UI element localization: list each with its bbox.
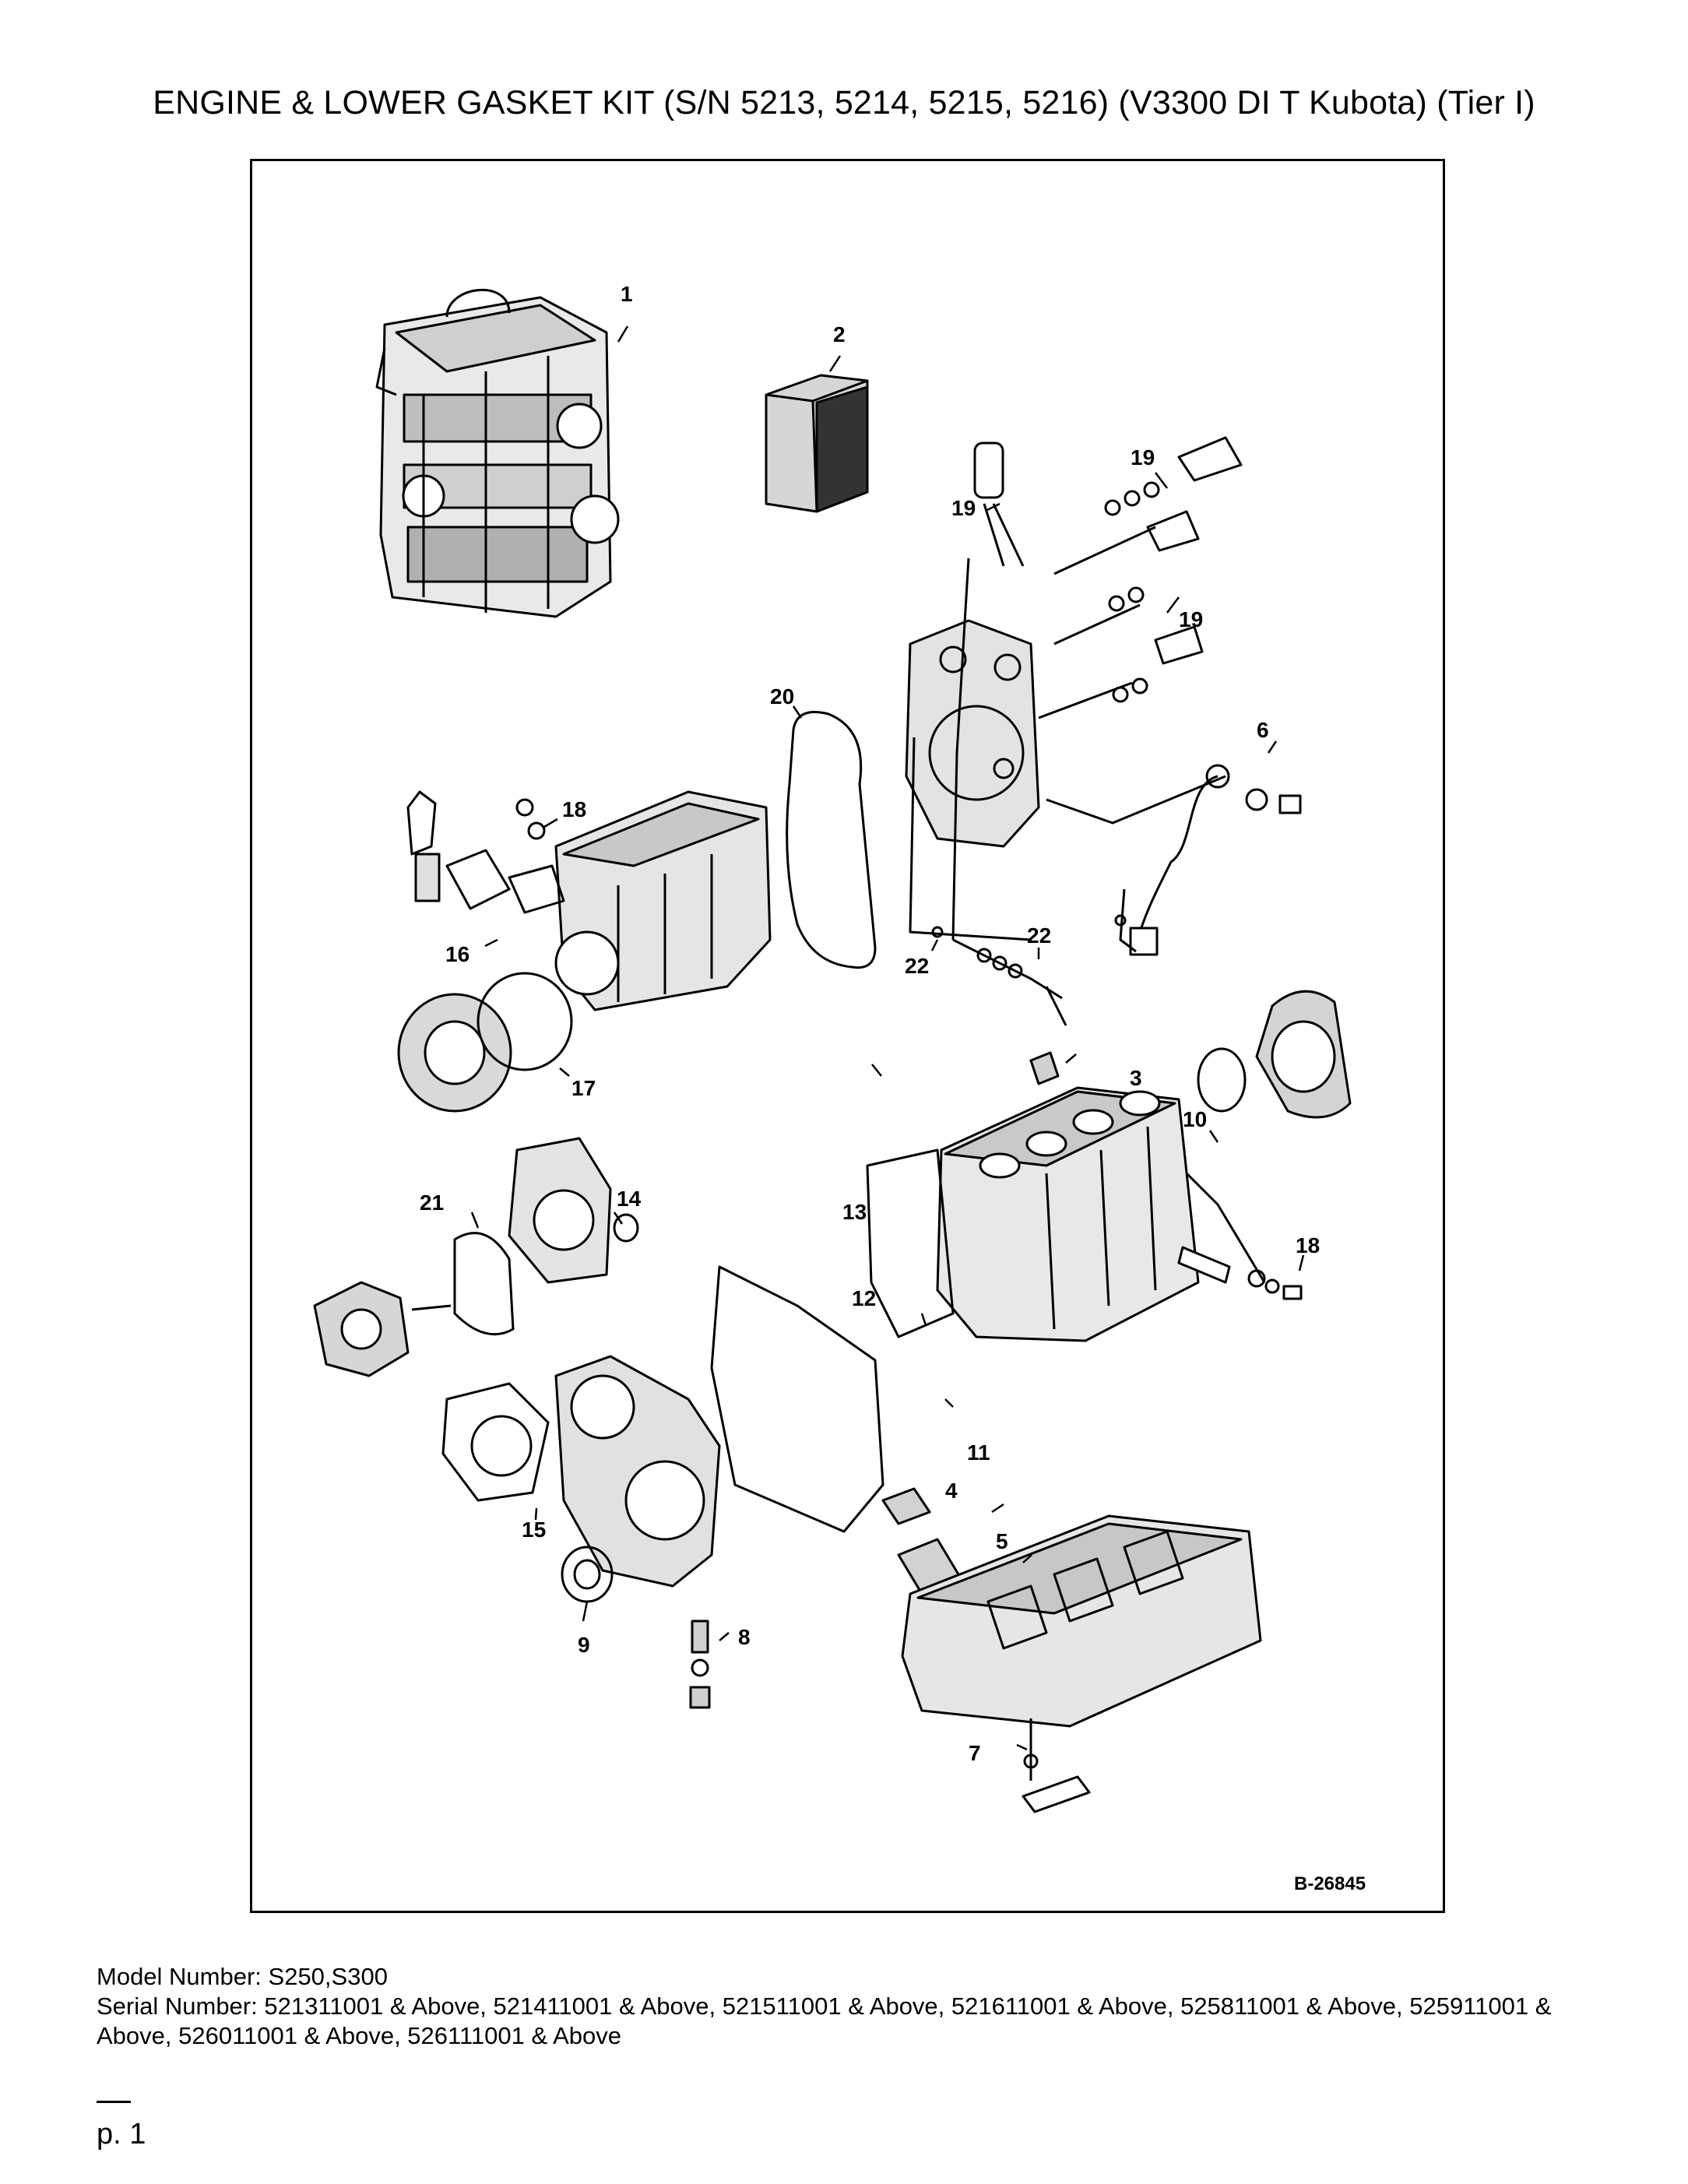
footer-divider (97, 2101, 131, 2103)
exploded-parts-diagram: 1 2 3 4 5 6 7 8 9 10 11 12 13 14 15 16 1… (313, 282, 1366, 1894)
injection-pump-drawing (905, 436, 1243, 941)
callout-20: 20 (770, 684, 794, 709)
callout-3: 3 (1130, 1066, 1142, 1090)
callout-13: 13 (842, 1200, 867, 1224)
callout-7: 7 (969, 1741, 981, 1765)
pump-gasket-drawing (786, 711, 877, 969)
callout-8: 8 (738, 1625, 751, 1649)
callout-21: 21 (420, 1190, 444, 1215)
fuel-cut-solenoid-parts-drawing (931, 888, 1137, 1026)
callout-16: 16 (445, 942, 469, 966)
cylinder-block-drawing (866, 1086, 1200, 1342)
callout-1: 1 (621, 282, 633, 306)
callout-18-lower: 18 (1296, 1233, 1320, 1257)
rear-seal-housing-drawing (1197, 990, 1352, 1119)
leader-lines (470, 325, 1305, 1751)
callout-19-right: 19 (1179, 607, 1203, 631)
callout-22-right: 22 (1027, 923, 1051, 948)
gasket-kit-box-drawing (765, 374, 869, 513)
flange-and-seal-drawing (397, 972, 573, 1113)
callout-9: 9 (578, 1633, 590, 1657)
diagram-frame: 1 2 3 4 5 6 7 8 9 10 11 12 13 14 15 16 1… (250, 159, 1445, 1913)
oil-pan-drawing (901, 1514, 1262, 1728)
page-title: ENGINE & LOWER GASKET KIT (S/N 5213, 521… (153, 84, 1535, 121)
callout-4: 4 (945, 1479, 958, 1503)
callout-14: 14 (617, 1187, 642, 1211)
engine-assembly-drawing (375, 288, 620, 618)
gear-case-cover-drawing (441, 1355, 721, 1603)
relief-valve-drawing (689, 1620, 711, 1709)
callout-10: 10 (1183, 1107, 1207, 1131)
callout-12: 12 (852, 1286, 876, 1310)
oil-switch-drawing (1177, 1172, 1303, 1300)
water-pump-drawing (313, 1137, 639, 1377)
callout-2: 2 (833, 322, 846, 346)
front-plate-gasket-drawing (710, 1265, 884, 1533)
dipstick-tube-drawing (1022, 1718, 1091, 1813)
callout-19-top: 19 (1131, 445, 1155, 470)
callout-17: 17 (571, 1076, 596, 1100)
callout-11: 11 (967, 1440, 990, 1465)
callout-18-upper: 18 (562, 797, 586, 821)
callout-22-left: 22 (905, 954, 929, 978)
callout-6: 6 (1257, 718, 1269, 742)
callout-5: 5 (996, 1529, 1008, 1553)
callout-15: 15 (522, 1518, 546, 1542)
callout-19-left: 19 (951, 496, 976, 520)
fuel-line-drawing (1046, 764, 1302, 956)
thermostat-drawing (1029, 1051, 1060, 1085)
drawing-id: B-26845 (1294, 1873, 1366, 1894)
page-number: p. 1 (97, 2118, 146, 2151)
gear-case-drawing (406, 790, 772, 1011)
model-number: Model Number: S250,S300 (97, 1963, 388, 1990)
serial-number: Serial Number: 521311001 & Above, 521411… (97, 1992, 1552, 2049)
